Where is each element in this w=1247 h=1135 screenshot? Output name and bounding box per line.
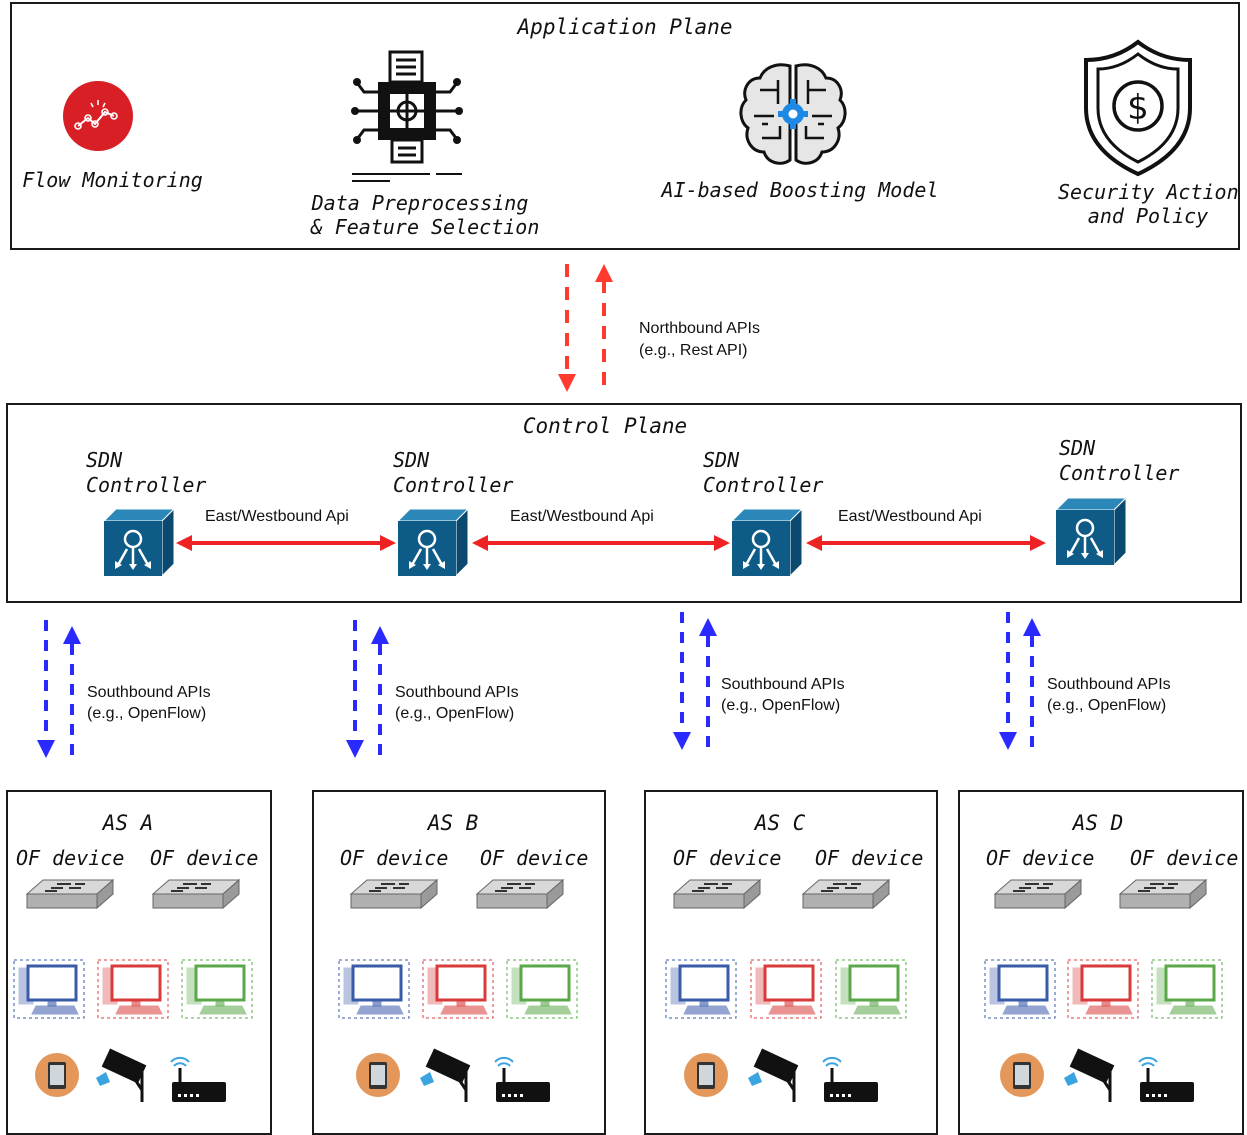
as-a-pc-green	[180, 958, 254, 1020]
security-action-label-1: Security Action	[1058, 180, 1239, 204]
southbound-c-label-2: (e.g., OpenFlow)	[721, 697, 841, 714]
as-c-device-label-2: OF device	[815, 846, 924, 870]
east-west-label-1: East/Westbound Api	[205, 508, 349, 525]
controller-4-label-1: SDN	[1059, 436, 1096, 460]
as-d-title: AS D	[1072, 811, 1124, 835]
as-a-title: AS A	[102, 811, 154, 835]
as-c-camera-icon	[746, 1046, 800, 1104]
as-c-title: AS C	[754, 811, 806, 835]
east-west-label-2: East/Westbound Api	[510, 508, 654, 525]
as-c-switch-2	[802, 879, 890, 909]
data-preprocessing-label-1: Data Preprocessing	[311, 191, 529, 215]
as-d-device-label-1: OF device	[986, 846, 1095, 870]
as-c-switch-1	[673, 879, 761, 909]
as-b-pc-blue	[337, 958, 411, 1020]
shield-icon: $	[1084, 39, 1192, 177]
controller-3-label-2: Controller	[703, 473, 824, 497]
ai-brain-icon	[739, 63, 847, 165]
as-b-switch-1	[350, 879, 438, 909]
ai-boosting-label: AI-based Boosting Model	[661, 178, 939, 202]
as-b-device-label-1: OF device	[340, 846, 449, 870]
northbound-label-1: Northbound APIs	[639, 320, 760, 337]
as-b-switch-2	[476, 879, 564, 909]
as-c-device-label-1: OF device	[673, 846, 782, 870]
as-b-camera-icon	[418, 1046, 472, 1104]
as-c-pc-red	[749, 958, 823, 1020]
controller-3-label-1: SDN	[703, 448, 740, 472]
svg-text:$: $	[1127, 88, 1149, 128]
controller-1-label-2: Controller	[86, 473, 207, 497]
as-c-router-icon	[821, 1056, 880, 1104]
as-a-pc-red	[96, 958, 170, 1020]
as-d-pc-green	[1150, 958, 1224, 1020]
as-a-device-label-1: OF device	[16, 846, 125, 870]
controller-2-label-1: SDN	[393, 448, 430, 472]
as-b-tablet-icon	[356, 1053, 400, 1097]
as-a-switch-2	[152, 879, 240, 909]
as-b-title: AS B	[427, 811, 479, 835]
as-a-tablet-icon	[35, 1053, 79, 1097]
as-b-device-label-2: OF device	[480, 846, 589, 870]
as-c-tablet-icon	[684, 1053, 728, 1097]
southbound-b-label-1: Southbound APIs	[395, 684, 519, 701]
application-plane	[10, 2, 1240, 250]
southbound-a-label-1: Southbound APIs	[87, 684, 211, 701]
as-a-switch-1	[26, 879, 114, 909]
as-c-pc-green	[834, 958, 908, 1020]
controller-1-label-1: SDN	[86, 448, 123, 472]
southbound-d-label-2: (e.g., OpenFlow)	[1047, 697, 1167, 714]
as-d-pc-red	[1066, 958, 1140, 1020]
controller-2-label-2: Controller	[393, 473, 514, 497]
as-a-router-icon	[169, 1056, 228, 1104]
as-d-pc-blue	[983, 958, 1057, 1020]
as-a-device-label-2: OF device	[150, 846, 259, 870]
as-b-router-icon	[493, 1056, 552, 1104]
as-d-router-icon	[1137, 1056, 1196, 1104]
southbound-c-label-1: Southbound APIs	[721, 676, 845, 693]
application-plane-title: Application Plane	[517, 15, 733, 39]
as-d-switch-1	[994, 879, 1082, 909]
as-d-tablet-icon	[1000, 1053, 1044, 1097]
as-b-pc-red	[421, 958, 495, 1020]
as-d-switch-2	[1119, 879, 1207, 909]
as-d-camera-icon	[1062, 1046, 1116, 1104]
southbound-b-label-2: (e.g., OpenFlow)	[395, 705, 515, 722]
southbound-d-label-1: Southbound APIs	[1047, 676, 1171, 693]
control-plane	[6, 403, 1242, 603]
as-b-pc-green	[505, 958, 579, 1020]
as-c-pc-blue	[664, 958, 738, 1020]
as-a-camera-icon	[94, 1046, 148, 1104]
northbound-label-2: (e.g., Rest API)	[639, 342, 748, 359]
flow-monitoring-icon	[63, 81, 133, 151]
control-plane-title: Control Plane	[522, 414, 688, 438]
east-west-label-3: East/Westbound Api	[838, 508, 982, 525]
security-action-label-2: and Policy	[1087, 204, 1209, 228]
as-d-device-label-2: OF device	[1130, 846, 1239, 870]
controller-4-label-2: Controller	[1059, 461, 1180, 485]
data-preprocessing-label-2: & Feature Selection	[310, 215, 540, 239]
flow-monitoring-label: Flow Monitoring	[22, 168, 203, 192]
data-preprocessing-icon	[351, 50, 463, 182]
southbound-a-label-2: (e.g., OpenFlow)	[87, 705, 207, 722]
as-a-pc-blue	[12, 958, 86, 1020]
